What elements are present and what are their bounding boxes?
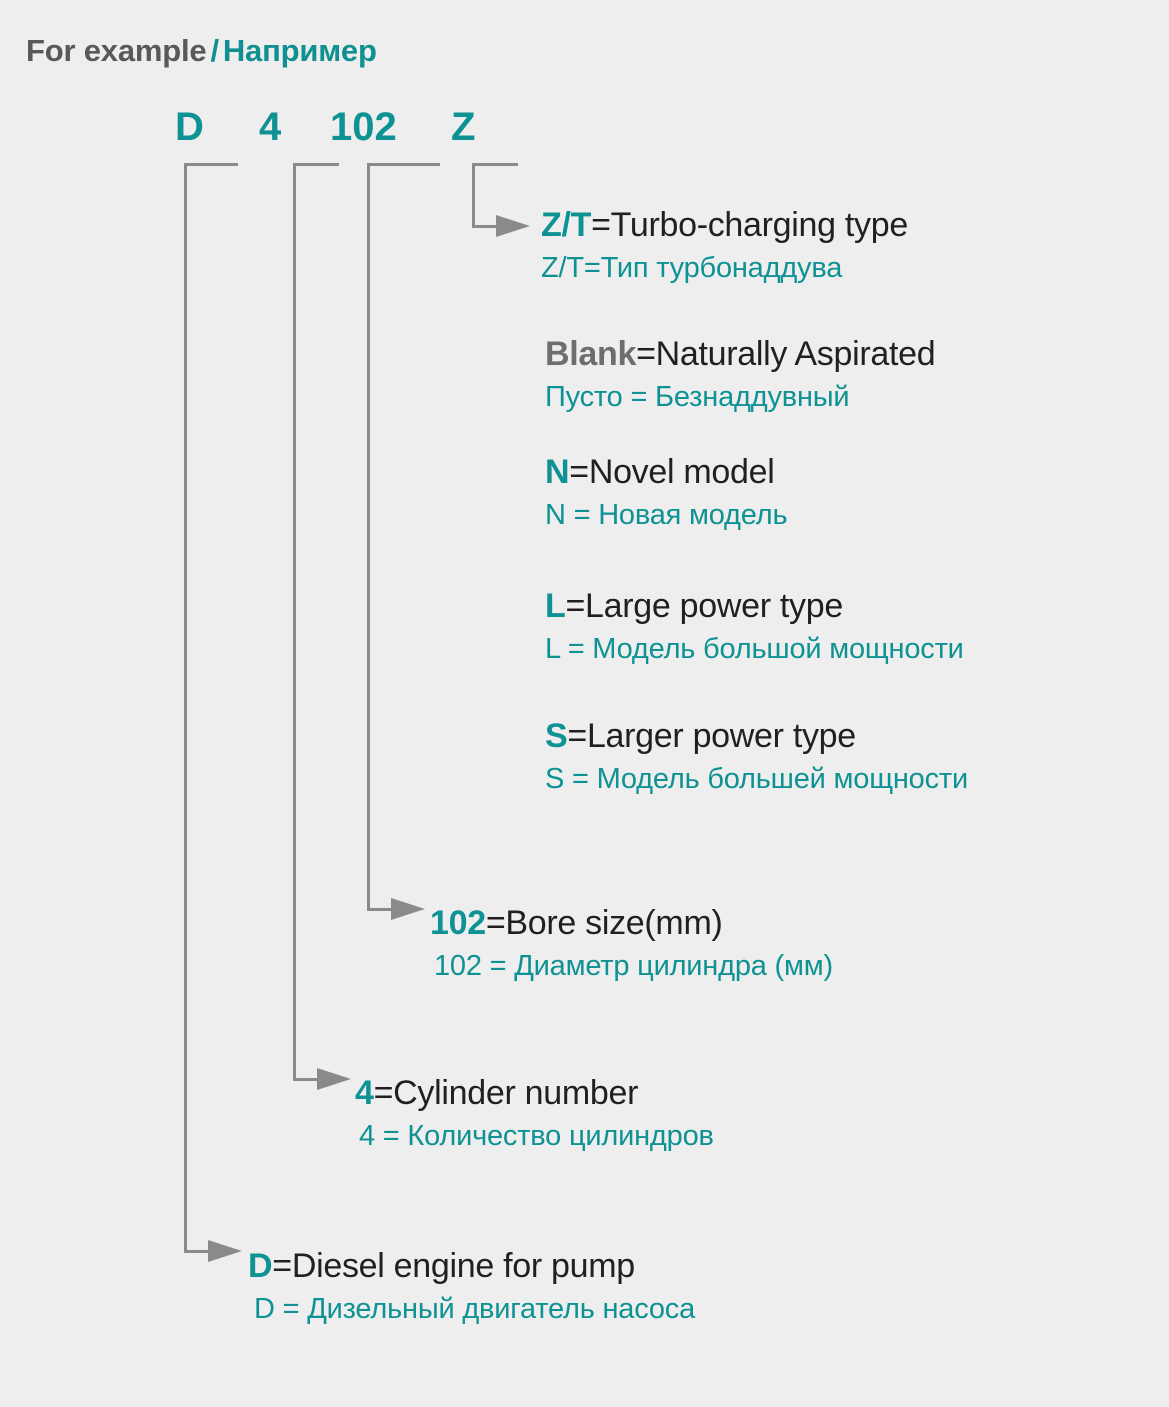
code-segment-102: 102 — [330, 105, 397, 149]
legend-item-diesel: D=Diesel engine for pump D = Дизельный д… — [248, 1245, 695, 1329]
connector-stem-d — [184, 163, 187, 1253]
connector-top-102 — [367, 163, 440, 166]
code-segment-4: 4 — [259, 105, 282, 149]
connector-elbow-102 — [367, 908, 393, 911]
connector-arrow-z — [496, 215, 530, 237]
page-title: For example/Например — [26, 33, 377, 69]
legend-key-cylinder: 4 — [355, 1074, 374, 1112]
legend-desc-s: =Larger power type — [567, 717, 856, 755]
code-segment-z: Z — [451, 105, 476, 149]
legend-ru-s: S = Модель большей мощности — [545, 763, 968, 795]
legend-desc-bore: =Bore size(mm) — [485, 904, 723, 942]
legend-ru-n: N = Новая модель — [545, 499, 788, 531]
legend-key-l: L — [545, 587, 566, 625]
legend-item-n: N=Novel model N = Новая модель — [545, 451, 788, 535]
connector-arrow-102 — [391, 898, 425, 920]
legend-key-zt: Z/T — [541, 206, 592, 244]
connector-elbow-4 — [293, 1078, 319, 1081]
legend-item-cylinder: 4=Cylinder number 4 = Количество цилиндр… — [355, 1072, 714, 1156]
legend-ru-diesel: D = Дизельный двигатель насоса — [254, 1293, 696, 1325]
legend-key-blank: Blank — [545, 335, 637, 373]
legend-key-n: N — [545, 453, 570, 491]
connector-top-d — [184, 163, 238, 166]
legend-item-s: S=Larger power type S = Модель большей м… — [545, 715, 968, 799]
connector-stem-102 — [367, 163, 370, 911]
legend-en-n: N=Novel model — [545, 451, 787, 493]
legend-key-s: S — [545, 717, 568, 755]
legend-en-l: L=Large power type — [545, 585, 964, 627]
legend-item-blank: Blank=Naturally Aspirated Пусто = Безнад… — [545, 333, 936, 417]
legend-desc-cylinder: =Cylinder number — [373, 1074, 639, 1112]
connector-top-4 — [293, 163, 339, 166]
legend-ru-cylinder: 4 = Количество цилиндров — [359, 1120, 714, 1152]
connector-stem-4 — [293, 163, 296, 1081]
legend-en-bore: 102=Bore size(mm) — [430, 902, 833, 944]
legend-desc-blank: =Naturally Aspirated — [636, 335, 936, 373]
legend-en-diesel: D=Diesel engine for pump — [248, 1245, 695, 1287]
connector-elbow-z — [472, 225, 498, 228]
legend-key-bore: 102 — [430, 904, 486, 942]
legend-en-zt: Z/T=Turbo-charging type — [541, 204, 908, 246]
connector-top-z — [472, 163, 518, 166]
legend-en-blank: Blank=Naturally Aspirated — [545, 333, 936, 375]
legend-item-l: L=Large power type L = Модель большой мо… — [545, 585, 964, 669]
legend-desc-n: =Novel model — [569, 453, 775, 491]
legend-ru-bore: 102 = Диаметр цилиндра (мм) — [434, 950, 833, 982]
connector-elbow-d — [184, 1250, 210, 1253]
page-title-separator: / — [210, 33, 219, 68]
legend-en-s: S=Larger power type — [545, 715, 968, 757]
code-segment-d: D — [175, 105, 204, 149]
legend-ru-l: L = Модель большой мощности — [545, 633, 964, 665]
connector-stem-z — [472, 163, 475, 228]
legend-desc-l: =Large power type — [565, 587, 843, 625]
legend-item-bore: 102=Bore size(mm) 102 = Диаметр цилиндра… — [430, 902, 833, 986]
legend-ru-blank: Пусто = Безнаддувный — [545, 381, 850, 413]
model-code: D 4 102 Z — [0, 103, 1169, 159]
connector-arrow-4 — [317, 1068, 351, 1090]
legend-item-zt: Z/T=Turbo-charging type Z/T=Тип турбонад… — [541, 204, 908, 288]
page-title-russian: Например — [222, 33, 377, 68]
legend-ru-zt: Z/T=Тип турбонаддува — [541, 252, 843, 284]
legend-en-cylinder: 4=Cylinder number — [355, 1072, 714, 1114]
connector-arrow-d — [208, 1240, 242, 1262]
legend-desc-zt: =Turbo-charging type — [591, 206, 908, 244]
legend-key-diesel: D — [248, 1247, 273, 1285]
page-title-english: For example — [26, 33, 207, 68]
legend-desc-diesel: =Diesel engine for pump — [272, 1247, 635, 1285]
